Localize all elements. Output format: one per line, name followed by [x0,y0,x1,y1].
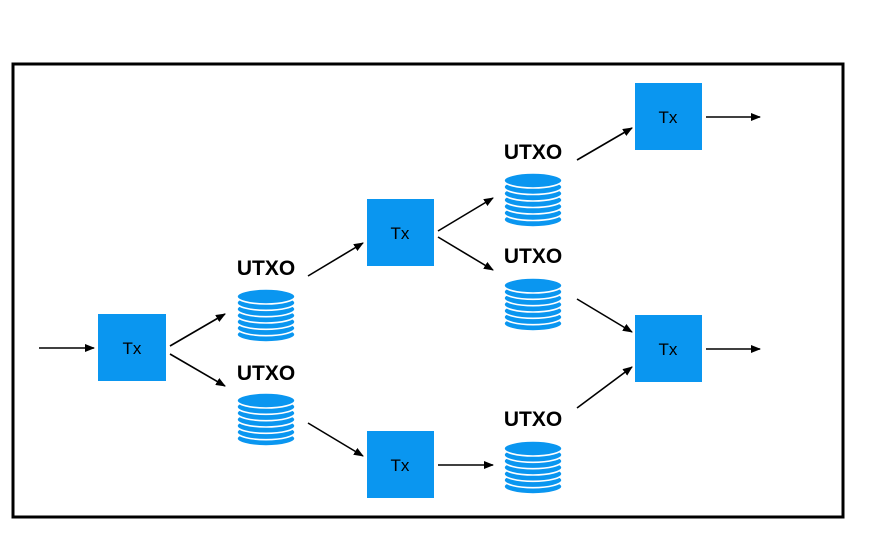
tx-label: Tx [659,108,678,127]
transaction-node: Tx [367,199,434,266]
utxo-database-icon [503,277,563,332]
database-disk [236,392,296,409]
database-disk [503,277,563,294]
utxo-database-icon [503,172,563,228]
database-disk [503,172,563,189]
tx-label: Tx [123,339,142,358]
tx-label: Tx [391,456,410,475]
tx-box [98,314,166,381]
utxo-label: UTXO [504,408,562,431]
transaction-node: Tx [635,315,702,382]
tx-box [367,431,434,498]
tx-label: Tx [391,224,410,243]
arrows [39,113,761,469]
utxo-label: UTXO [237,257,295,280]
arrow-utxo3-to-tx4 [576,127,633,161]
transaction-node: Tx [98,314,166,381]
arrow-utxo5-to-tx5 [576,366,633,409]
tx-box [367,199,434,266]
arrow-tx1-to-utxo1 [169,313,226,347]
utxo-label: UTXO [504,141,562,164]
arrow-utxo4-to-tx5 [576,298,633,333]
utxo-label: UTXO [237,362,295,385]
arrow-tx1-to-utxo2 [169,353,226,387]
utxo-database-icon [503,440,563,495]
arrow-utxo2-to-tx3 [307,422,364,457]
utxo-database-icon [236,288,296,343]
tx-label: Tx [659,340,678,359]
arrow-utxo1-to-tx2 [307,242,364,277]
arrow-tx2-to-utxo4 [437,236,494,271]
arrow-tx2-to-utxo3 [437,197,494,232]
database-disk [503,440,563,457]
utxo-label: UTXO [504,245,562,268]
utxo-database-icon [236,392,296,447]
diagram-frame [11,62,845,519]
database-disk [236,288,296,305]
tx-box [635,315,702,382]
transaction-node: Tx [367,431,434,498]
transaction-node: Tx [635,83,702,150]
tx-box [635,83,702,150]
